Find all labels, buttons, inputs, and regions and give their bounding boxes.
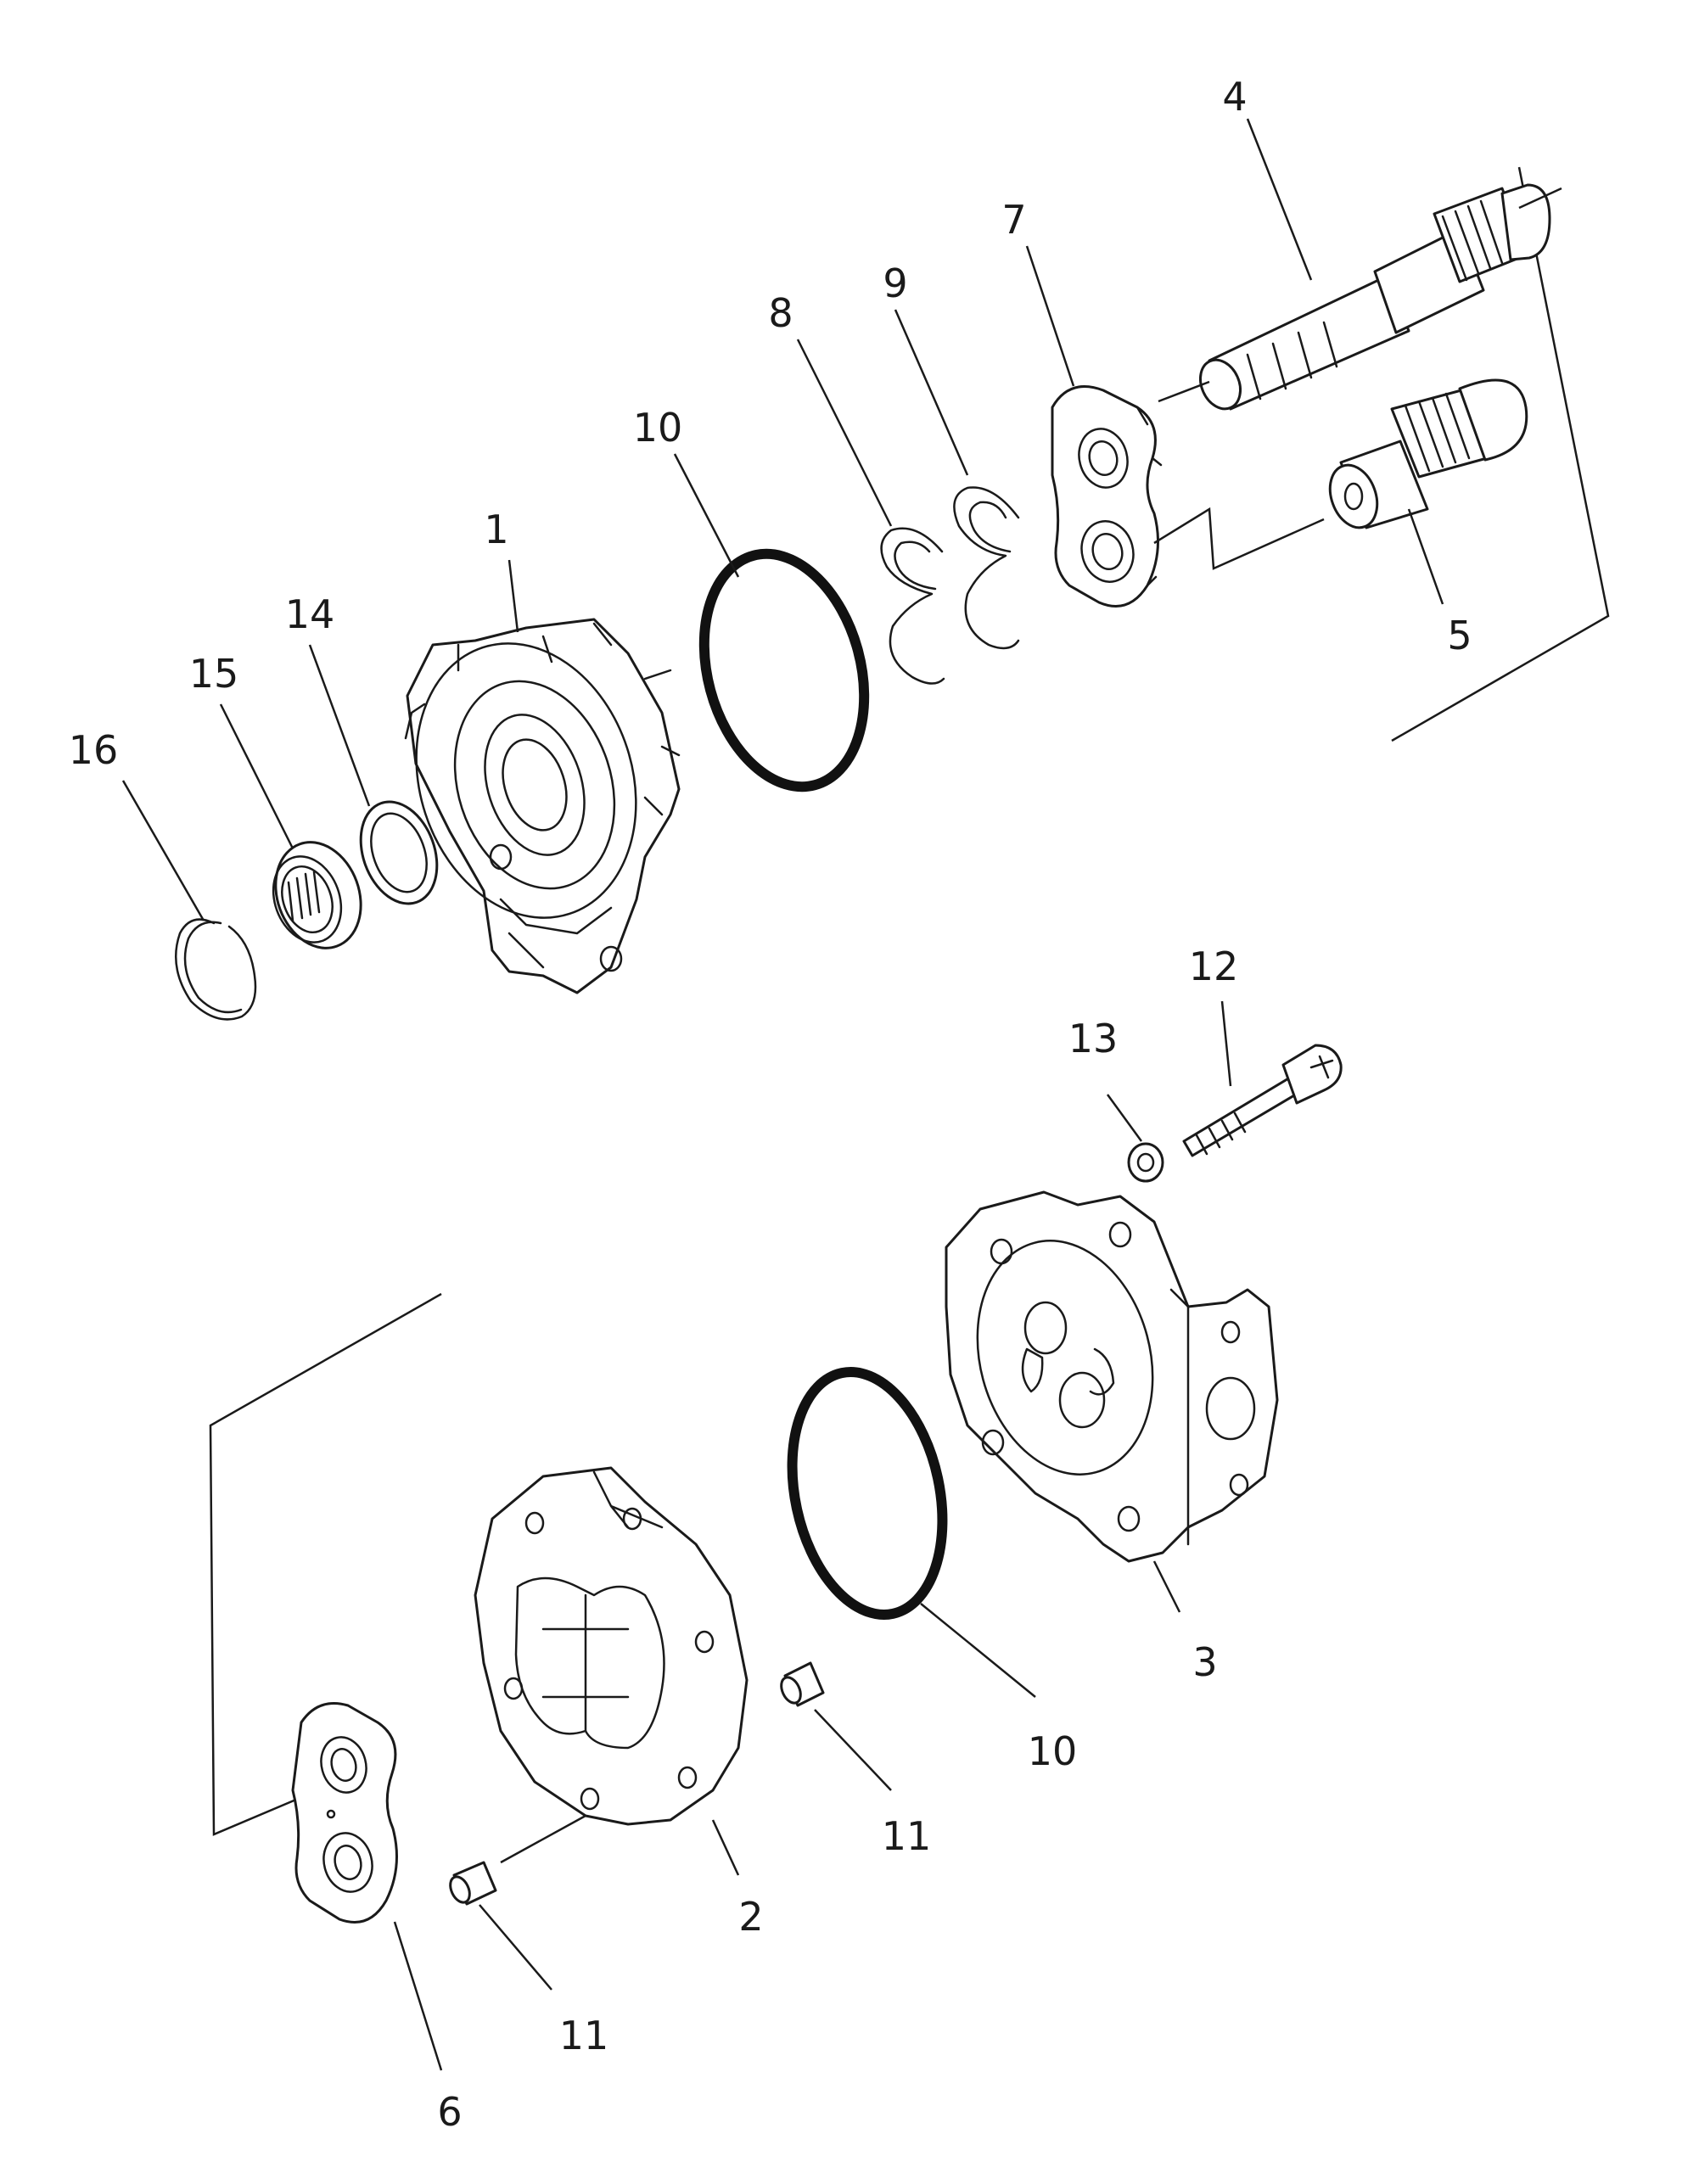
leader-1 bbox=[507, 559, 519, 633]
callout-9: 9 bbox=[883, 260, 907, 306]
drive-shaft-part-4 bbox=[1158, 183, 1562, 411]
leader-8 bbox=[796, 339, 893, 527]
o-ring-part-10-bottom bbox=[787, 1367, 948, 1620]
callout-6: 6 bbox=[437, 2089, 462, 2135]
o-ring-part-10-top bbox=[698, 548, 870, 792]
callout-12: 12 bbox=[1189, 944, 1239, 989]
callout-13: 13 bbox=[1068, 1016, 1119, 1061]
callout-10-top: 10 bbox=[633, 405, 683, 451]
dowel-pin-part-11-left bbox=[449, 1861, 497, 1906]
front-housing-part-1 bbox=[404, 618, 681, 994]
callout-14: 14 bbox=[285, 591, 335, 637]
leader-10b bbox=[920, 1603, 1036, 1698]
bearing-part-15 bbox=[272, 841, 362, 949]
leader-3 bbox=[1152, 1560, 1181, 1613]
leader-11a bbox=[814, 1709, 892, 1791]
leader-13 bbox=[1106, 1094, 1143, 1142]
driven-gear-part-5 bbox=[1328, 378, 1528, 529]
leader-5 bbox=[1407, 508, 1444, 605]
callout-2: 2 bbox=[738, 1894, 763, 1940]
bolt-part-12 bbox=[1182, 1044, 1343, 1157]
assembly-bracket-top bbox=[1391, 166, 1610, 742]
callout-1: 1 bbox=[484, 507, 508, 552]
leader-2 bbox=[711, 1819, 740, 1876]
callout-7: 7 bbox=[1001, 197, 1026, 243]
gear-housing-part-2 bbox=[474, 1466, 749, 1826]
callout-5: 5 bbox=[1447, 613, 1472, 658]
callout-labels: 1 2 3 4 5 6 7 8 9 10 10 11 11 12 13 14 1… bbox=[69, 74, 1472, 2135]
leader-16 bbox=[121, 780, 205, 921]
leader-11b bbox=[479, 1904, 552, 1991]
callout-11-left: 11 bbox=[559, 2013, 609, 2058]
dowel-pin-part-11-right bbox=[780, 1661, 825, 1707]
rear-cover-part-3 bbox=[945, 1190, 1279, 1563]
callout-10-bottom: 10 bbox=[1028, 1728, 1078, 1774]
washer-part-13 bbox=[1127, 1142, 1164, 1183]
leader-15 bbox=[219, 703, 294, 849]
leader-10a bbox=[673, 453, 740, 578]
callout-4: 4 bbox=[1222, 74, 1247, 120]
callout-3: 3 bbox=[1192, 1639, 1217, 1685]
leader-12 bbox=[1220, 1000, 1232, 1087]
callout-11-right: 11 bbox=[882, 1813, 932, 1859]
leader-14 bbox=[308, 644, 371, 807]
callout-8: 8 bbox=[768, 290, 793, 336]
leader-4 bbox=[1246, 118, 1313, 281]
callout-16: 16 bbox=[69, 727, 119, 773]
callout-leaders bbox=[121, 118, 1444, 2071]
snap-ring-part-16 bbox=[175, 918, 257, 1021]
seal-part-9 bbox=[953, 486, 1020, 650]
callout-15: 15 bbox=[189, 651, 239, 697]
assembly-bracket-bottom bbox=[209, 1292, 442, 1836]
bushing-plate-part-6 bbox=[291, 1702, 398, 1924]
leader-9 bbox=[894, 309, 969, 476]
leader-6 bbox=[393, 1921, 443, 2071]
shim-part-14 bbox=[359, 800, 439, 905]
bushing-plate-part-7 bbox=[1051, 385, 1325, 608]
leader-7 bbox=[1025, 245, 1075, 387]
seal-part-8 bbox=[880, 527, 945, 685]
leader-11b-pin bbox=[500, 1814, 586, 1864]
